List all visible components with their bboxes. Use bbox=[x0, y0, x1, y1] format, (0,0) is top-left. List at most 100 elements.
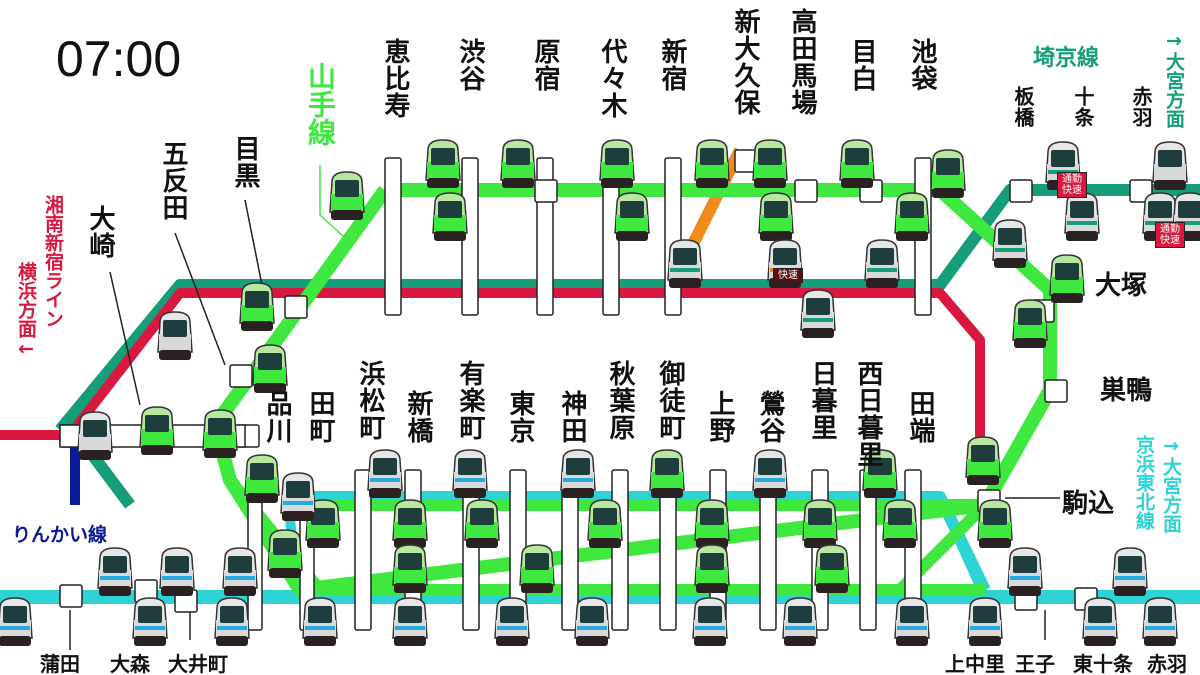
train-icon bbox=[882, 499, 918, 548]
station-label: 品川 bbox=[262, 390, 292, 444]
yokohama-direction-label: 横浜方面← bbox=[15, 262, 37, 360]
saikyo-direction-label: →大宮方面 bbox=[1163, 30, 1185, 128]
train-icon bbox=[1007, 547, 1043, 596]
train-icon bbox=[752, 139, 788, 188]
train-icon bbox=[392, 597, 428, 646]
station-label: 新宿 bbox=[657, 38, 687, 92]
train-icon bbox=[139, 406, 175, 455]
rinkai-line-label: りんかい線 bbox=[12, 524, 108, 546]
station-label: 上中里 bbox=[945, 652, 1005, 675]
train-icon bbox=[814, 544, 850, 593]
station-label: 駒込 bbox=[1062, 489, 1115, 519]
station-label: 秋葉原 bbox=[605, 360, 635, 441]
train-icon bbox=[519, 544, 555, 593]
train-icon bbox=[432, 192, 468, 241]
station-label: 赤羽 bbox=[1129, 86, 1153, 128]
station-label: 原宿 bbox=[530, 38, 560, 92]
station-label: 神田 bbox=[557, 390, 587, 444]
station-label: 巣鴨 bbox=[1100, 376, 1153, 406]
train-icon bbox=[692, 597, 728, 646]
train-icon bbox=[1142, 597, 1178, 646]
station-label: 東十条 bbox=[1073, 652, 1133, 675]
train-icon bbox=[132, 597, 168, 646]
station-label: 王子 bbox=[1015, 652, 1055, 675]
keihin-line-label: 京浜東北線 bbox=[1133, 435, 1155, 530]
train-icon bbox=[839, 139, 875, 188]
train-icon bbox=[464, 499, 500, 548]
station-platform bbox=[611, 469, 629, 631]
station-label: 上野 bbox=[705, 390, 735, 444]
station-label: 大森 bbox=[110, 652, 150, 675]
train-icon bbox=[965, 436, 1001, 485]
station-label: 東京 bbox=[505, 390, 535, 444]
train-icon bbox=[267, 529, 303, 578]
train-icon bbox=[77, 411, 113, 460]
station-label: 目黒 bbox=[230, 135, 260, 189]
station-platform bbox=[284, 295, 308, 319]
train-icon bbox=[800, 289, 836, 338]
train-icon bbox=[305, 499, 341, 548]
station-label: 新大久保 bbox=[730, 8, 760, 116]
train-icon bbox=[367, 449, 403, 498]
station-label: 新橋 bbox=[403, 390, 433, 444]
train-icon bbox=[1064, 192, 1100, 241]
train-icon bbox=[97, 547, 133, 596]
train-icon bbox=[1112, 547, 1148, 596]
station-label: 大井町 bbox=[168, 652, 228, 675]
station-label: 大塚 bbox=[1095, 271, 1148, 301]
shonan-line-label: 湘南新宿ライン bbox=[42, 195, 64, 328]
train-icon bbox=[252, 344, 288, 393]
train-icon bbox=[782, 597, 818, 646]
station-label: 渋谷 bbox=[455, 38, 485, 92]
station-platform bbox=[59, 584, 83, 608]
label-leader-line bbox=[109, 271, 141, 406]
train-icon bbox=[425, 139, 461, 188]
train-icon bbox=[280, 472, 316, 521]
train-icon bbox=[694, 499, 730, 548]
station-label: 田端 bbox=[905, 390, 935, 444]
station-label: 西日暮里 bbox=[853, 360, 883, 468]
rapid-badge: 快速 bbox=[773, 268, 803, 283]
station-platform bbox=[354, 469, 372, 631]
train-icon bbox=[574, 597, 610, 646]
train-icon bbox=[862, 449, 898, 498]
train-icon bbox=[930, 149, 966, 198]
train-icon bbox=[159, 547, 195, 596]
train-icon bbox=[302, 597, 338, 646]
commuter-rapid-badge: 通勤快速 bbox=[1155, 222, 1185, 248]
chuo-line bbox=[684, 147, 746, 253]
station-label: 赤羽 bbox=[1147, 652, 1187, 675]
train-icon bbox=[587, 499, 623, 548]
station-platform bbox=[534, 179, 558, 203]
train-icon bbox=[1152, 141, 1188, 190]
train-icon bbox=[329, 171, 365, 220]
station-label: 高田馬場 bbox=[787, 8, 817, 116]
train-icon bbox=[864, 239, 900, 288]
train-icon bbox=[222, 547, 258, 596]
train-icon bbox=[802, 499, 838, 548]
station-label: 十条 bbox=[1071, 86, 1095, 128]
train-icon bbox=[1049, 254, 1085, 303]
clock-time: 07:00 bbox=[56, 31, 182, 87]
station-label: 代々木 bbox=[597, 38, 627, 119]
station-label: 板橋 bbox=[1011, 86, 1035, 128]
train-icon bbox=[239, 282, 275, 331]
train-icon bbox=[967, 597, 1003, 646]
station-platform bbox=[1009, 179, 1033, 203]
train-icon bbox=[157, 311, 193, 360]
yamanote-line-label: 山手線 bbox=[304, 62, 337, 146]
saikyo-line-label: 埼京線 bbox=[1033, 46, 1100, 71]
train-icon bbox=[494, 597, 530, 646]
shonan-line bbox=[0, 288, 985, 450]
train-icon bbox=[894, 192, 930, 241]
label-leader-line bbox=[174, 232, 226, 366]
train-icon bbox=[667, 239, 703, 288]
train-icon bbox=[500, 139, 536, 188]
station-label: 田町 bbox=[305, 390, 335, 444]
train-icon bbox=[392, 499, 428, 548]
station-label: 五反田 bbox=[158, 140, 188, 221]
train-icon bbox=[1082, 597, 1118, 646]
station-label: 御徒町 bbox=[655, 360, 685, 441]
